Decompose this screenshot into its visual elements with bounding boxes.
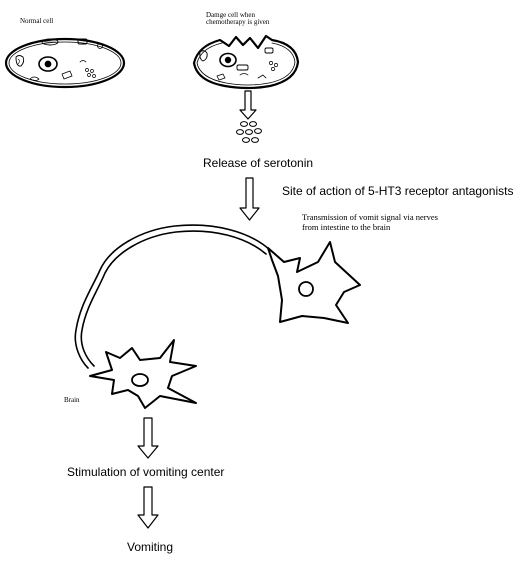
transmission-label: Transmission of vomit signal via nerves …	[302, 212, 438, 233]
arrow-down-3	[137, 417, 159, 459]
vomiting-center-label: Stimulation of vomiting center	[67, 465, 225, 479]
arrow-down-4	[137, 486, 159, 529]
damaged-cell	[192, 34, 300, 90]
lower-neuron	[89, 339, 197, 409]
arrow-down-2	[239, 177, 260, 221]
damaged-cell-label: Damge cell when chemotherapy is given	[206, 11, 270, 27]
upper-neuron	[267, 241, 361, 324]
serotonin-vesicles	[236, 121, 262, 143]
serotonin-release-label: Release of serotonin	[203, 156, 314, 170]
brain-label: Brain	[64, 396, 80, 404]
arrow-down-1	[239, 90, 257, 120]
site-of-action-label: Site of action of 5-HT3 receptor antagon…	[282, 184, 514, 198]
normal-cell-label: Normal cell	[20, 17, 54, 25]
vomiting-label: Vomiting	[127, 540, 174, 554]
nerve-fiber	[74, 224, 271, 369]
normal-cell	[4, 37, 126, 89]
